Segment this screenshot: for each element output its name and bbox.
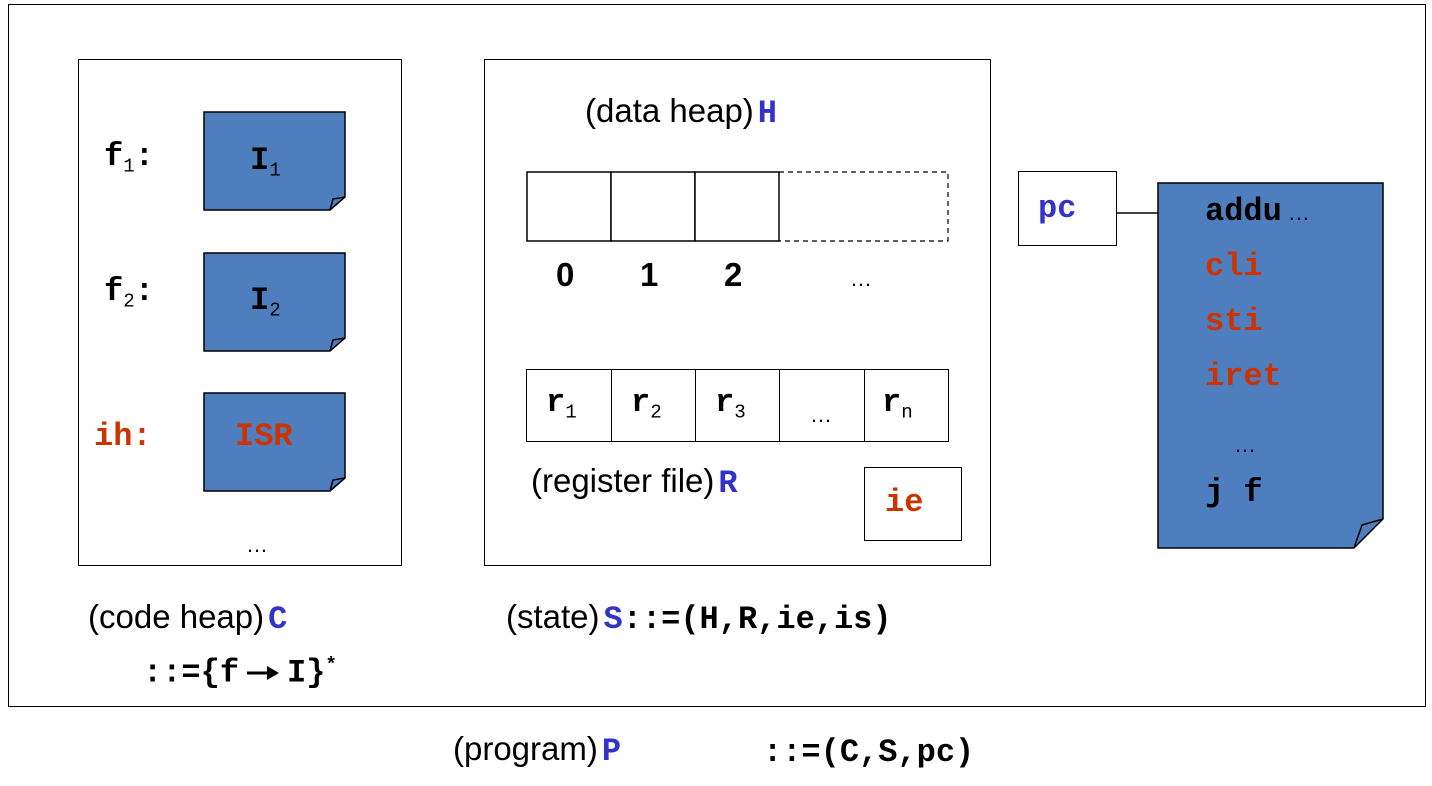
pc-label: pc [1038, 190, 1077, 227]
code-heap-ellipsis: … [246, 532, 268, 557]
pc-register [1018, 171, 1117, 246]
ie-label: ie [885, 484, 924, 521]
code-line-iret: iret [1205, 358, 1282, 395]
code-block-isr-label: ISR [235, 418, 293, 455]
register-file-caption: (register file) R [531, 462, 738, 502]
code-line-sti: sti [1205, 303, 1263, 340]
data-heap-array [526, 171, 949, 242]
program-definition: ::=(C,S,pc) [763, 734, 975, 771]
data-heap-caption: (data heap) H [585, 92, 777, 132]
code-line-addu: addu … [1205, 193, 1310, 230]
maps-to-arrow-icon [247, 666, 280, 681]
register-r2: r2 [631, 384, 662, 424]
heap-index-2: 2 [724, 256, 743, 293]
register-file [526, 369, 949, 442]
code-block-isr [203, 392, 346, 492]
heap-index-ellipsis: … [850, 266, 872, 291]
program-caption: (program) P [453, 730, 622, 770]
code-block-i1-label: I1 [250, 142, 281, 182]
heap-index-1: 1 [640, 256, 659, 293]
code-line-cli: cli [1205, 248, 1263, 285]
heap-index-0: 0 [556, 256, 575, 293]
state-caption: (state) S::=(H,R,ie,is) [506, 598, 892, 638]
register-r1: r1 [546, 384, 577, 424]
code-label-f2: f2: [104, 273, 154, 313]
register-rn: rn [882, 384, 913, 424]
ie-box [864, 467, 962, 541]
code-block-i2-label: I2 [250, 282, 281, 322]
code-line-ellipsis: … [1234, 432, 1256, 457]
code-block-i2 [203, 252, 346, 352]
code-label-ih: ih: [94, 418, 152, 455]
code-page [1157, 182, 1384, 549]
register-ellipsis: … [810, 402, 832, 427]
code-label-f1: f1: [104, 138, 154, 178]
code-heap-caption: (code heap) C [88, 598, 288, 638]
code-line-jump: j f [1205, 474, 1263, 511]
code-block-i1 [203, 111, 346, 211]
register-r3: r3 [715, 384, 746, 424]
